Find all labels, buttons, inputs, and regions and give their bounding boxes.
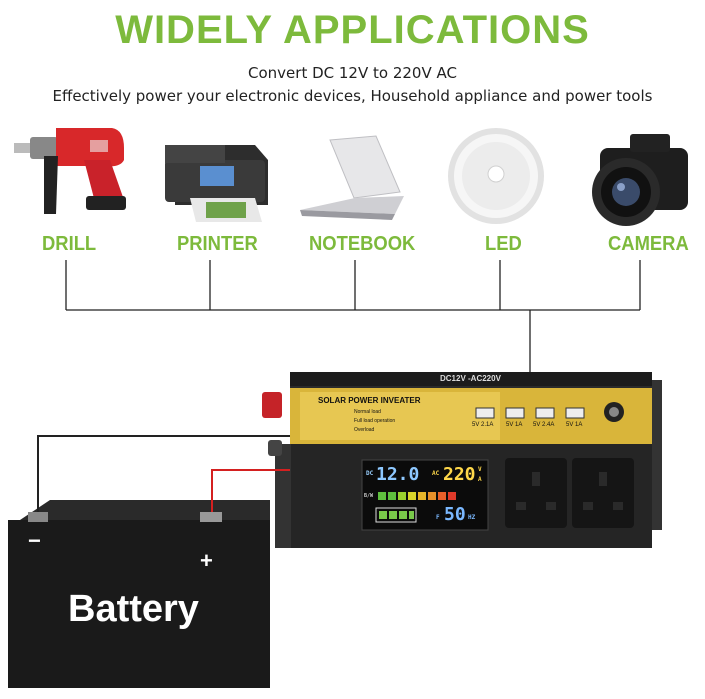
device-label-camera: CAMERA — [608, 233, 689, 255]
lcd-bw-label: B/W — [364, 493, 374, 499]
device-label-led: LED — [485, 233, 522, 255]
battery-label: Battery — [68, 588, 199, 630]
status-full: Full load operation — [354, 418, 396, 424]
lcd-a-label: A — [478, 476, 482, 483]
laptop-icon — [300, 135, 404, 220]
lcd-dc-label: DC — [366, 470, 374, 477]
lcd-ac-voltage: 220 — [443, 464, 476, 485]
device-label-drill: DRILL — [42, 233, 97, 255]
lcd-v-label: V — [478, 466, 482, 473]
battery-body — [8, 500, 270, 688]
camera-icon — [592, 134, 688, 226]
inverter-model: DC12V -AC220V — [440, 374, 501, 383]
lcd-frequency-unit: HZ — [468, 514, 476, 521]
printer-icon — [165, 145, 268, 222]
led-lamp-icon — [448, 128, 544, 224]
lcd-dc-voltage: 12.0 — [376, 464, 420, 485]
usb-port-2-label: 5V 1A — [506, 422, 523, 428]
device-label-notebook: NOTEBOOK — [309, 233, 416, 255]
status-normal: Normal load — [354, 409, 381, 415]
connector-lines — [65, 260, 641, 372]
inverter-brand: SOLAR POWER INVEATER — [318, 396, 421, 405]
subtitle-line-2: Effectively power your electronic device… — [52, 87, 653, 105]
drill-icon — [14, 128, 126, 214]
lcd-ac-label: AC — [432, 470, 440, 477]
battery-minus-sign: − — [28, 528, 41, 553]
page-title: WIDELY APPLICATIONS — [115, 8, 590, 52]
usb-port-1-label: 5V 2.1A — [472, 422, 494, 428]
lcd-f-label: F — [436, 514, 440, 521]
lcd-frequency: 50 — [444, 504, 466, 525]
usb-port-3-label: 5V 2.4A — [533, 422, 555, 428]
device-label-printer: PRINTER — [177, 233, 258, 255]
inverter-body — [262, 372, 662, 548]
usb-port-4-label: 5V 1A — [566, 422, 583, 428]
status-overload: Overload — [354, 427, 375, 433]
battery-cables — [37, 435, 290, 512]
battery-plus-sign: + — [200, 548, 213, 573]
subtitle-line-1: Convert DC 12V to 220V AC — [248, 64, 457, 82]
